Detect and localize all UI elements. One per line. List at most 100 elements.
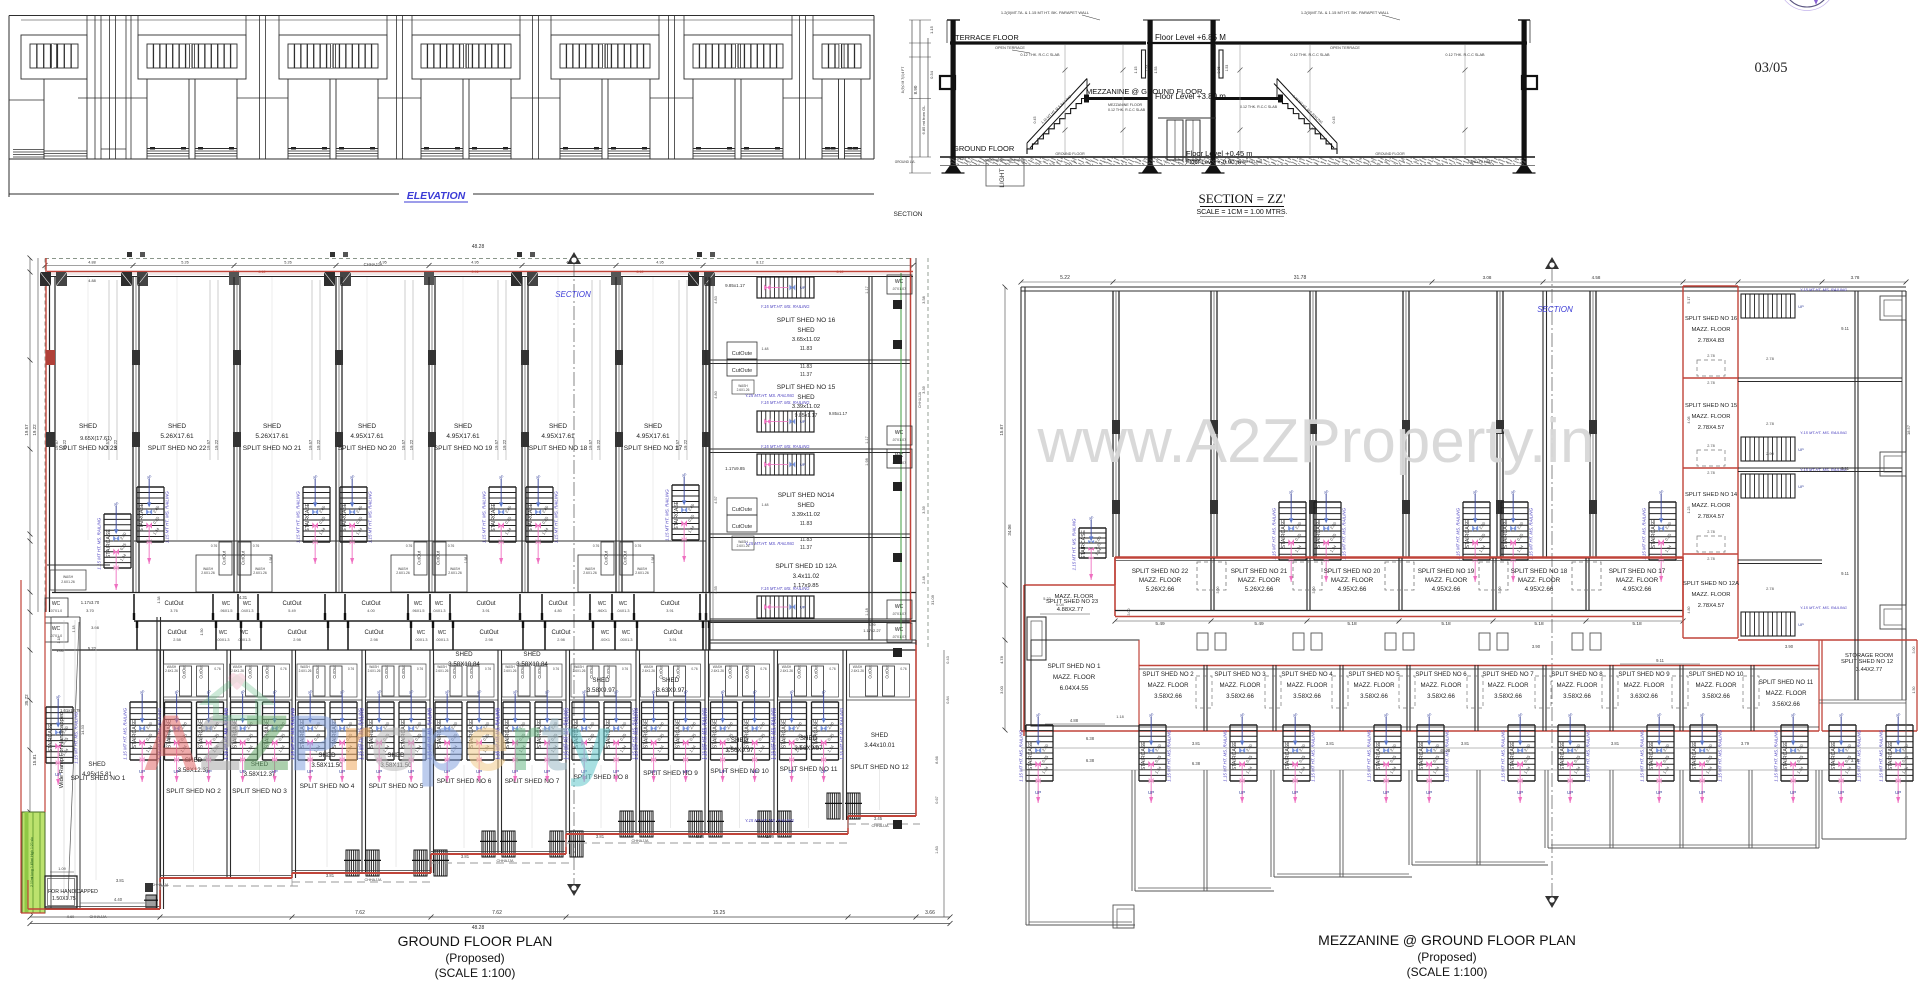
svg-text:2: 2 <box>199 698 243 787</box>
svg-text:2.00: 2.00 <box>794 720 803 730</box>
svg-text:CutOut: CutOut <box>797 665 802 679</box>
svg-text:0.76: 0.76 <box>900 667 906 671</box>
svg-text:0.25: 0.25 <box>277 732 286 742</box>
svg-text:UP: UP <box>139 769 145 774</box>
svg-text:2.00: 2.00 <box>1094 534 1103 544</box>
svg-text:SPLIT SHED NO 20: SPLIT SHED NO 20 <box>1324 568 1381 575</box>
svg-text:STAIRCASE: STAIRCASE <box>1419 741 1425 771</box>
svg-text:3.00: 3.00 <box>1498 587 1502 594</box>
svg-text:1.94: 1.94 <box>1245 765 1254 775</box>
svg-text:4.95: 4.95 <box>471 261 478 265</box>
svg-text:dn: dn <box>349 473 356 480</box>
svg-text:0.76: 0.76 <box>253 544 260 548</box>
svg-text:1.15 MT HT. MS. RAILING: 1.15 MT HT. MS. RAILING <box>1857 729 1862 781</box>
svg-text:CutOut: CutOut <box>315 665 320 679</box>
svg-text:1.94: 1.94 <box>504 526 513 536</box>
svg-text:WASH: WASH <box>738 384 748 388</box>
svg-text:2.6X1.26: 2.6X1.26 <box>396 571 410 575</box>
svg-text:SHED: SHED <box>168 423 186 430</box>
svg-text:3.98: 3.98 <box>91 625 100 630</box>
svg-text:OPEN TERRACE: OPEN TERRACE <box>1330 46 1360 50</box>
svg-text:0.25: 0.25 <box>152 515 161 525</box>
svg-text:WC: WC <box>598 601 607 607</box>
svg-text:SPLIT SHED 1D 12A: SPLIT SHED 1D 12A <box>775 563 837 570</box>
svg-text:t: t <box>541 698 567 787</box>
svg-text:UP: UP <box>1798 447 1804 452</box>
svg-text:UP: UP <box>1798 622 1804 627</box>
svg-text:5.22: 5.22 <box>1043 597 1050 601</box>
svg-text:1.15 MT HT. MS. RAILING: 1.15 MT HT. MS. RAILING <box>224 707 229 759</box>
svg-text:UP: UP <box>408 769 414 774</box>
svg-text:1.15 MT HT. MS. RAILING: 1.15 MT HT. MS. RAILING <box>291 707 296 759</box>
svg-text:2.6X1.26: 2.6X1.26 <box>635 571 649 575</box>
svg-text:.00X1.3: .00X1.3 <box>216 638 229 642</box>
svg-text:SHED: SHED <box>454 423 472 430</box>
svg-text:STAIRCASE: STAIRCASE <box>139 502 145 532</box>
svg-text:SPLIT SHED NO 1: SPLIT SHED NO 1 <box>71 775 126 782</box>
svg-text:2.78: 2.78 <box>1707 471 1714 475</box>
svg-text:2.78: 2.78 <box>1707 557 1714 561</box>
svg-text:www.A2ZProperty.in: www.A2ZProperty.in <box>1036 407 1594 476</box>
svg-text:r: r <box>341 698 372 787</box>
svg-text:ELEVATION: ELEVATION <box>407 190 466 202</box>
svg-text:dn: dn <box>239 688 246 695</box>
svg-text:CHHAJJA: CHHAJJA <box>364 262 383 267</box>
svg-text:3.81: 3.81 <box>461 854 470 859</box>
svg-text:3.4x11.02: 3.4x11.02 <box>793 573 820 580</box>
svg-text:Y.15 MT.HT. MS. RAILING: Y.15 MT.HT. MS. RAILING <box>1800 467 1847 472</box>
svg-text:STAIRCASE: STAIRCASE <box>674 500 680 530</box>
svg-text:WC: WC <box>219 630 228 636</box>
svg-text:WASH: WASH <box>167 665 177 669</box>
svg-text:CutOute: CutOute <box>732 524 752 530</box>
svg-text:o: o <box>370 698 418 787</box>
svg-text:PLINTH: PLINTH <box>953 157 966 161</box>
svg-text:1.94: 1.94 <box>619 743 628 753</box>
svg-text:3.58X2.66: 3.58X2.66 <box>1360 693 1388 700</box>
svg-text:3.58X12.37: 3.58X12.37 <box>178 767 210 774</box>
svg-text:0.12 THK. R.C.C SLAB: 0.12 THK. R.C.C SLAB <box>1108 108 1146 112</box>
svg-text:SPLIT SHED NO 15: SPLIT SHED NO 15 <box>1685 403 1737 409</box>
svg-text:1.17x9.85: 1.17x9.85 <box>793 583 818 589</box>
svg-text:SHED: SHED <box>797 327 815 334</box>
svg-text:3.58X2.66: 3.58X2.66 <box>1226 693 1254 700</box>
svg-text:MAZZ. FLOOR: MAZZ. FLOOR <box>1238 577 1281 584</box>
svg-text:3.91: 3.91 <box>482 609 489 613</box>
svg-text:3.91: 3.91 <box>666 609 673 613</box>
svg-text:2.00: 2.00 <box>826 720 835 730</box>
svg-text:2.00: 2.00 <box>688 720 697 730</box>
svg-text:7.62: 7.62 <box>492 910 502 916</box>
svg-text:SHED: SHED <box>871 732 889 739</box>
svg-text:3.05: 3.05 <box>1217 67 1221 74</box>
svg-text:1.15 MT HT. MS. RAILING: 1.15 MT HT. MS. RAILING <box>1501 729 1506 781</box>
svg-text:A: A <box>142 698 199 787</box>
svg-text:STAIRCASE: STAIRCASE <box>1028 741 1034 771</box>
svg-text:1.15 MT HT. MS. RAILING: 1.15 MT HT. MS. RAILING <box>1879 729 1884 781</box>
svg-text:UP: UP <box>339 769 345 774</box>
svg-text:SECTION: SECTION <box>1537 305 1573 314</box>
svg-text:3.81: 3.81 <box>596 834 605 839</box>
svg-text:dn: dn <box>55 693 62 700</box>
svg-text:4.95X17.61: 4.95X17.61 <box>541 433 575 440</box>
svg-text:1.15 MT HT. MS. RAILING: 1.15 MT HT. MS. RAILING <box>165 491 170 543</box>
svg-text:0.76: 0.76 <box>760 667 766 671</box>
svg-text:2.00: 2.00 <box>1901 742 1910 752</box>
svg-text:3.44X2.77: 3.44X2.77 <box>1856 667 1882 673</box>
svg-text:0.76: 0.76 <box>485 667 491 671</box>
svg-text:SPLIT SHED NO 19: SPLIT SHED NO 19 <box>434 445 493 452</box>
svg-text:SHED: SHED <box>592 677 610 684</box>
svg-text:0.25: 0.25 <box>1329 532 1338 542</box>
svg-text:SAND FILLING: SAND FILLING <box>1468 160 1493 164</box>
svg-text:CHHAJJA: CHHAJJA <box>151 883 169 887</box>
svg-text:MAZZ. FLOOR: MAZZ. FLOOR <box>1354 682 1396 689</box>
svg-text:MAZZ. FLOOR: MAZZ. FLOOR <box>1053 674 1096 681</box>
svg-text:4.00: 4.00 <box>367 609 374 613</box>
svg-text:1.94: 1.94 <box>1294 543 1303 553</box>
svg-text:1.94: 1.94 <box>119 552 128 562</box>
svg-text:6.38: 6.38 <box>1086 758 1095 763</box>
svg-text:SPLIT SHED NO 11: SPLIT SHED NO 11 <box>1759 679 1814 686</box>
svg-text:FOR HANDICAPPED: FOR HANDICAPPED <box>48 889 98 895</box>
svg-text:WASH: WASH <box>574 665 584 669</box>
svg-text:1.15 MT HT. MS. RAILING: 1.15 MT HT. MS. RAILING <box>1072 518 1077 570</box>
svg-text:19.22: 19.22 <box>316 439 321 450</box>
svg-text:.96X1: .96X1 <box>597 609 607 613</box>
